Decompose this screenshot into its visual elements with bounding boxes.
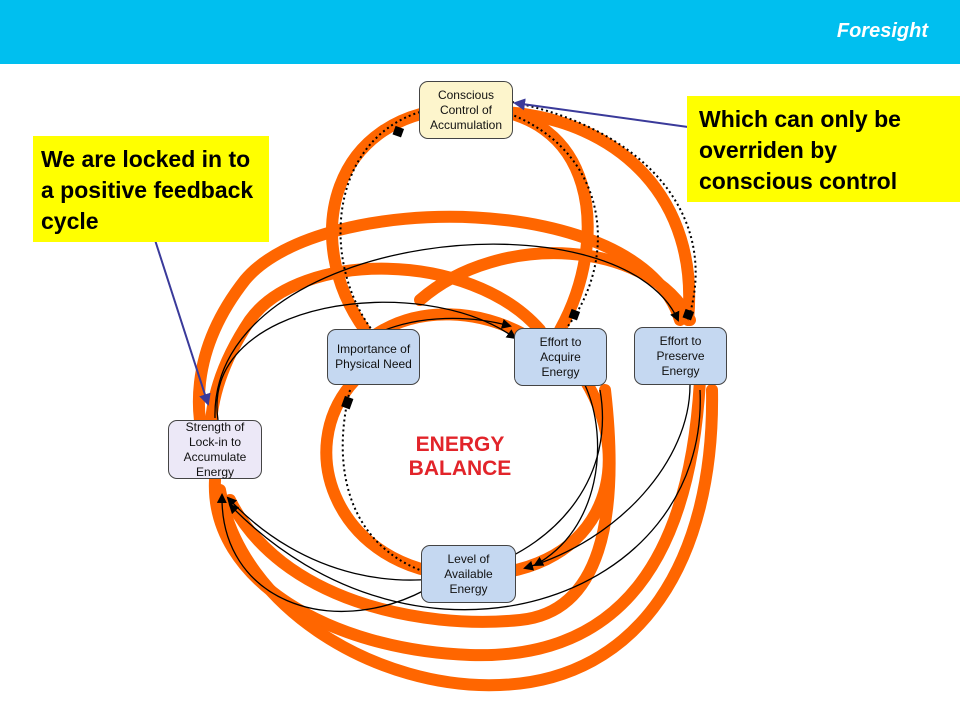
marker-square [682, 308, 695, 321]
causal-line-acquire-to-level [533, 384, 599, 566]
causal-line-importance-to-acquire [379, 317, 512, 333]
control-line-importance-to-level [341, 389, 426, 573]
control-line-to-preserve [511, 101, 697, 321]
node-strength-lockin: Strength of Lock-in to Accumulate Energy [168, 420, 262, 479]
negative-link-markers [341, 125, 695, 410]
pointer-right-to-control [513, 98, 689, 128]
marker-square [392, 125, 405, 138]
loop-band-preserve-top [414, 247, 696, 326]
loop-band-big-left [192, 210, 686, 476]
control-line-to-acquire [504, 111, 599, 331]
node-importance-physical-need: Importance of Physical Need [327, 329, 420, 385]
callout-locked-in: We are locked in to a positive feedback … [33, 136, 269, 242]
causal-line-level-to-strength-1 [216, 493, 426, 612]
node-level-available-energy: Level of Available Energy [421, 545, 516, 603]
causal-line-strength-to-acquire [216, 301, 517, 421]
energy-balance-label: ENERGY BALANCE [408, 433, 512, 480]
causal-line-preserve-to-level [523, 384, 691, 571]
pointer-left-to-strength [154, 239, 211, 406]
node-effort-acquire: Effort to Acquire Energy [514, 328, 607, 386]
loop-band-bottom-3 [224, 384, 616, 628]
header-bar: Foresight [0, 0, 960, 64]
control-line-to-importance [339, 111, 421, 331]
causal-line-strength-to-preserve [214, 243, 680, 419]
node-conscious-control: Conscious Control of Accumulation [419, 81, 513, 139]
causal-line-level-to-strength-2 [228, 389, 701, 611]
control-lines [339, 101, 697, 573]
brand-logo: Foresight [836, 20, 928, 42]
marker-square [568, 308, 581, 321]
node-effort-preserve: Effort to Preserve Energy [634, 327, 727, 385]
loop-band-top-outer [499, 106, 696, 326]
callout-conscious-control: Which can only be overriden by conscious… [687, 96, 960, 202]
causal-lines [214, 243, 701, 612]
marker-square [341, 395, 354, 410]
loop-band-big-left-2 [204, 262, 546, 476]
callout-pointers [154, 98, 689, 406]
